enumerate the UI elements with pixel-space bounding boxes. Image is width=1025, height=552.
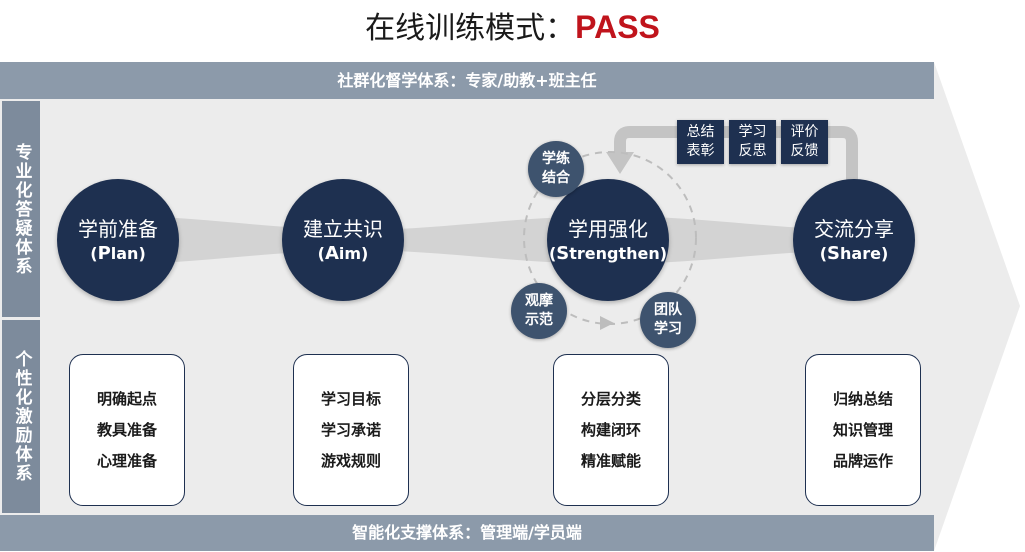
stage-box-aim: 学习目标 学习承诺 游戏规则 <box>293 354 409 506</box>
stage-box-item: 学习承诺 <box>320 420 381 439</box>
feedback-arrow-head <box>606 152 634 174</box>
stage-box-item: 游戏规则 <box>320 451 381 470</box>
bottom-banner: 智能化支撑体系：管理端/学员端 <box>0 515 934 551</box>
cycle-node-practice: 学练结合 <box>528 141 584 197</box>
cycle-node-team: 团队学习 <box>640 292 696 348</box>
side-label-answer: 专业化答疑体系 <box>2 101 40 317</box>
stage-box-strengthen: 分层分类 构建闭环 精准赋能 <box>553 354 669 506</box>
feedback-box-reflect: 学习反思 <box>729 120 776 164</box>
stage-circle-plan: 学前准备 (Plan) <box>57 179 179 301</box>
stage-box-item: 分层分类 <box>580 389 641 408</box>
cycle-node-demo: 观摩示范 <box>511 283 567 339</box>
stage-box-item: 精准赋能 <box>580 451 641 470</box>
stage-circle-aim: 建立共识 (Aim) <box>282 179 404 301</box>
stage-box-item: 构建闭环 <box>580 420 641 439</box>
stage-box-item: 教具准备 <box>96 420 157 439</box>
stage-box-share: 归纳总结 知识管理 品牌运作 <box>805 354 921 506</box>
stage-box-item: 明确起点 <box>96 389 157 408</box>
feedback-box-evaluate: 评价反馈 <box>781 120 828 164</box>
stage-box-item: 知识管理 <box>832 420 893 439</box>
big-arrow-shape <box>0 62 1020 551</box>
stage-circle-strengthen: 学用强化 (Strengthen) <box>547 179 669 301</box>
stage-box-item: 归纳总结 <box>832 389 893 408</box>
side-label-incentive: 个性化激励体系 <box>2 320 40 513</box>
stage-box-item: 品牌运作 <box>832 451 893 470</box>
title-accent: PASS <box>575 9 660 45</box>
stage-box-item: 学习目标 <box>320 389 381 408</box>
top-banner: 社群化督学体系：专家/助教+班主任 <box>0 62 934 99</box>
stage-circle-share: 交流分享 (Share) <box>793 179 915 301</box>
flow-band <box>118 216 862 264</box>
cycle-arrow-head <box>600 316 614 330</box>
feedback-box-summary: 总结表彰 <box>677 120 724 164</box>
stage-box-item: 心理准备 <box>96 451 157 470</box>
page-title: 在线训练模式：PASS <box>365 9 660 46</box>
stage-box-plan: 明确起点 教具准备 心理准备 <box>69 354 185 506</box>
